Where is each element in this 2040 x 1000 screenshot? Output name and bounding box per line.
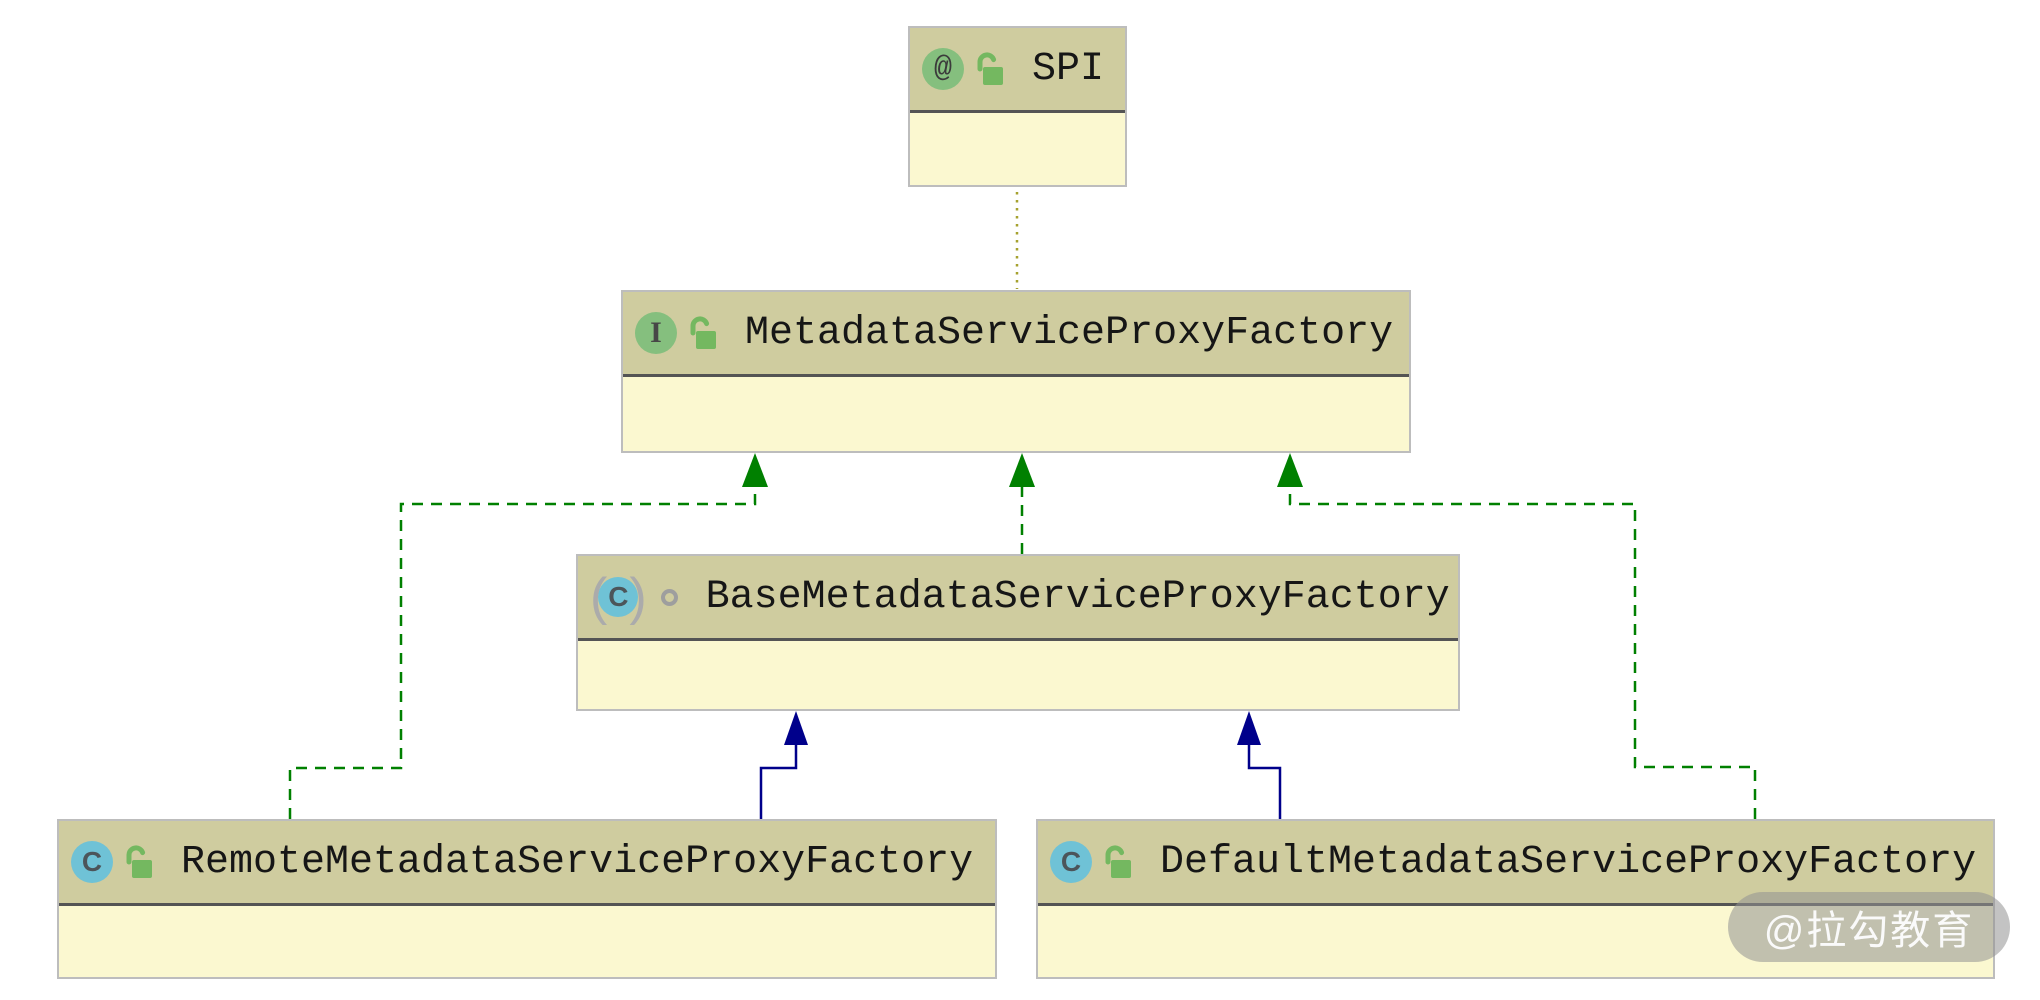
node-header[interactable]: ( C ) BaseMetadataServiceProxyFactory xyxy=(578,556,1458,641)
class-node-base-metadata-service-proxy-factory[interactable]: ( C ) BaseMetadataServiceProxyFactory xyxy=(576,554,1460,711)
edge-extends-default-to-base xyxy=(1237,711,1282,819)
class-icon: C xyxy=(71,841,113,883)
annotation-icon: @ xyxy=(922,48,964,90)
node-header[interactable]: I MetadataServiceProxyFactory xyxy=(623,292,1409,377)
node-name: DefaultMetadataServiceProxyFactory xyxy=(1160,839,1977,885)
edge-implements-base-to-interface xyxy=(1009,453,1035,554)
class-node-spi[interactable]: @ SPI xyxy=(908,26,1127,187)
node-body xyxy=(59,906,995,977)
public-lock-icon xyxy=(1105,845,1131,878)
node-body xyxy=(910,113,1125,185)
node-header[interactable]: C DefaultMetadataServiceProxyFactory xyxy=(1038,821,1993,906)
interface-icon: I xyxy=(635,312,677,354)
node-header[interactable]: @ SPI xyxy=(910,28,1125,113)
node-name: MetadataServiceProxyFactory xyxy=(745,310,1394,356)
class-icon: C xyxy=(1050,841,1092,883)
edge-extends-remote-to-base xyxy=(759,711,808,819)
class-node-remote-metadata-service-proxy-factory[interactable]: C RemoteMetadataServiceProxyFactory xyxy=(57,819,997,979)
abstract-class-icon: ( C ) xyxy=(590,568,647,626)
watermark-badge: @拉勾教育 xyxy=(1728,892,2010,962)
public-lock-icon xyxy=(126,845,152,878)
node-body xyxy=(623,377,1409,451)
class-node-metadata-service-proxy-factory[interactable]: I MetadataServiceProxyFactory xyxy=(621,290,1411,453)
node-name: SPI xyxy=(1032,46,1105,92)
public-lock-icon xyxy=(690,316,716,349)
node-header[interactable]: C RemoteMetadataServiceProxyFactory xyxy=(59,821,995,906)
public-lock-icon xyxy=(977,52,1003,85)
node-body xyxy=(578,641,1458,709)
node-name: RemoteMetadataServiceProxyFactory xyxy=(181,839,974,885)
package-local-visibility-icon xyxy=(660,588,678,606)
node-name: BaseMetadataServiceProxyFactory xyxy=(705,574,1450,620)
